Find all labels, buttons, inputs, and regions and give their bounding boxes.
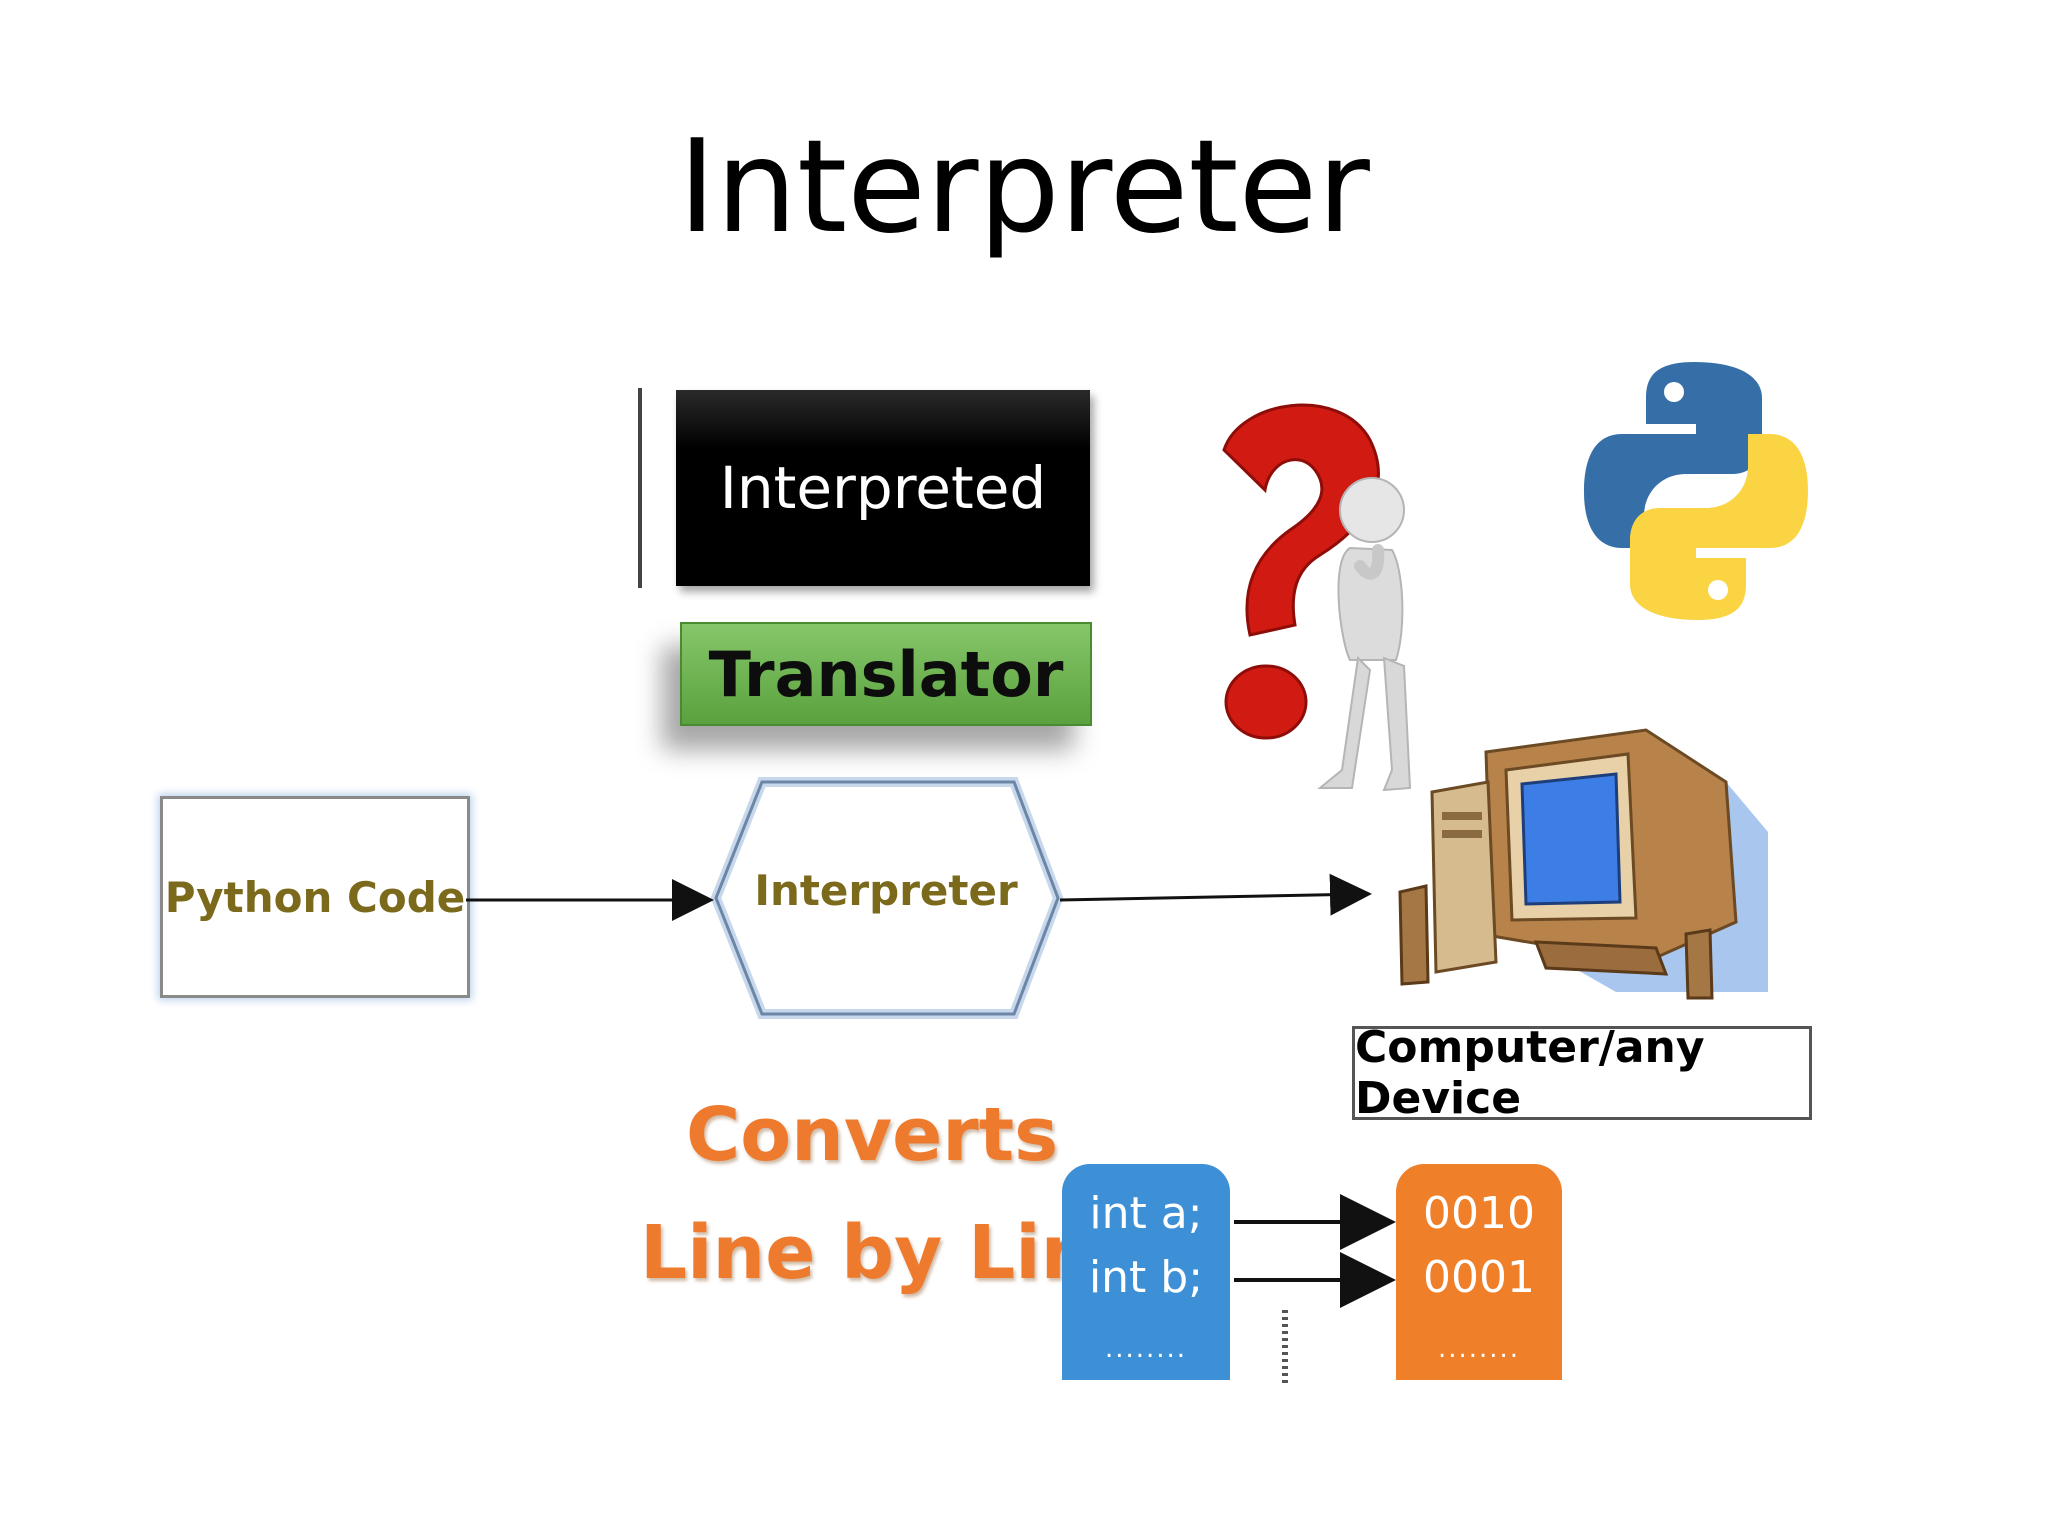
arrow-interpreter-to-device xyxy=(1059,873,1372,916)
binary-line-2: 0001 xyxy=(1423,1252,1535,1303)
code-line-2: int b; xyxy=(1088,1252,1204,1303)
slide-title: Interpreter xyxy=(678,113,1370,262)
python-logo-icon xyxy=(1584,362,1808,620)
translator-box: Translator xyxy=(680,622,1092,726)
code-more: ........ xyxy=(1104,1334,1188,1364)
code-line-1: int a; xyxy=(1089,1188,1203,1239)
source-code-box: int a; int b; ........ xyxy=(1062,1164,1230,1380)
binary-line-1: 0010 xyxy=(1423,1188,1535,1239)
python-code-box: Python Code xyxy=(160,796,470,998)
thinking-person-icon xyxy=(1317,477,1412,792)
caption-converts: Converts xyxy=(686,1092,1059,1178)
question-mark-icon xyxy=(1222,403,1380,740)
vertical-divider xyxy=(638,388,642,588)
interpreter-label: Interpreter xyxy=(754,866,1018,915)
device-label: Computer/any Device xyxy=(1352,1022,1812,1124)
caption-line-by-line: Line by Line xyxy=(640,1210,1144,1296)
vertical-dotted-separator xyxy=(1282,1310,1288,1384)
interpreted-box: Interpreted xyxy=(676,390,1090,586)
binary-code-box: 0010 0001 ........ xyxy=(1396,1164,1562,1380)
binary-more: ........ xyxy=(1437,1334,1521,1364)
computer-icon xyxy=(1398,728,1768,1000)
